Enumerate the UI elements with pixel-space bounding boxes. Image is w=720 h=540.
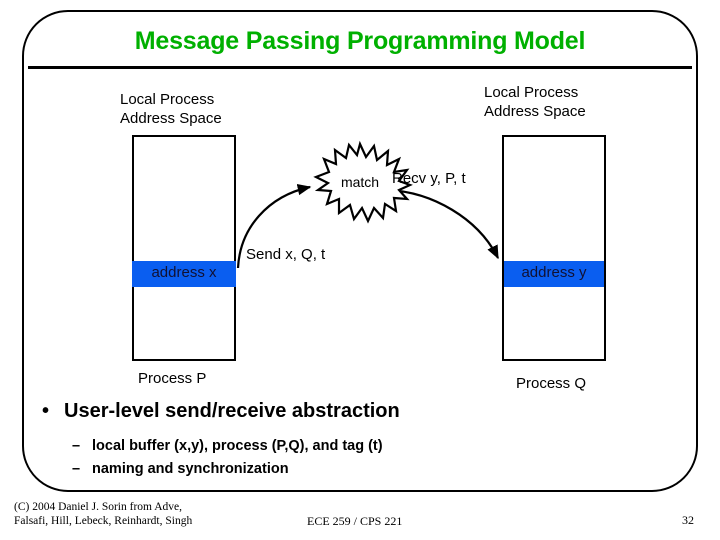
page-number: 32 [682, 513, 694, 527]
sub-bullet-text-2: naming and synchronization [92, 461, 289, 477]
sub-bullet-marker: – [72, 438, 81, 454]
send-operation-label: Send x, Q, t [246, 246, 326, 263]
left-address-band: address x [132, 261, 236, 287]
sub-bullet-item-1: –local buffer (x,y), process (P,Q), and … [72, 438, 383, 454]
course-label: ECE 259 / CPS 221 [307, 514, 403, 528]
main-bullet-item: • User-level send/receive abstraction [42, 400, 400, 423]
left-address-space-label: Local Process Address Space [120, 91, 222, 127]
bullet-marker: • [42, 400, 50, 422]
match-label: match [340, 174, 380, 190]
page-title: Message Passing Programming Model [134, 27, 586, 55]
title-divider [28, 66, 692, 69]
left-memory-box [132, 135, 236, 361]
right-address-band: address y [504, 261, 604, 287]
sub-bullet-text-1: local buffer (x,y), process (P,Q), and t… [92, 438, 383, 454]
recv-operation-label: Recv y, P, t [392, 170, 466, 187]
right-memory-box [502, 135, 606, 361]
sub-bullet-item-2: –naming and synchronization [72, 461, 289, 477]
right-process-label: Process Q [516, 375, 587, 392]
main-bullet-text: User-level send/receive abstraction [64, 400, 400, 422]
slide-frame-border [22, 10, 698, 492]
left-process-label: Process P [138, 370, 207, 387]
sub-bullet-marker: – [72, 461, 81, 477]
copyright-text: (C) 2004 Daniel J. Sorin from Adve, Fals… [14, 501, 193, 527]
right-address-space-label: Local Process Address Space [484, 84, 586, 120]
